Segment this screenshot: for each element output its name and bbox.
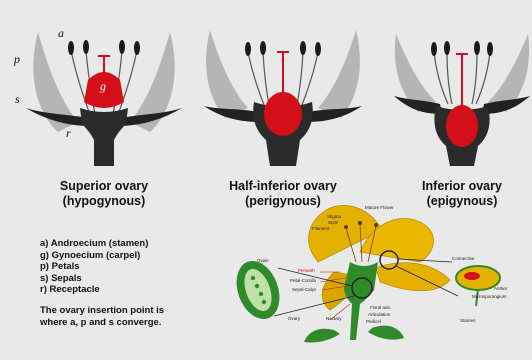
caption-title: Inferior ovary <box>377 179 532 194</box>
anther <box>119 40 125 54</box>
receptacle <box>80 108 128 166</box>
caption-subtitle: (epigynous) <box>377 194 532 209</box>
petal-right <box>318 30 360 118</box>
leaf <box>368 326 404 340</box>
note-line: where a, p and s converge. <box>40 317 230 329</box>
anther <box>134 41 140 55</box>
label-r: r <box>66 126 71 141</box>
detailed-flower-illustration <box>229 205 500 342</box>
caption-title: Superior ovary <box>19 179 189 194</box>
caption-title: Half-inferior ovary <box>198 179 368 194</box>
legend-item-receptacle: r) Receptacle <box>40 284 230 296</box>
anther <box>487 42 493 56</box>
legend-item-sepals: s) Sepals <box>40 273 230 285</box>
ovary <box>264 92 302 136</box>
anther <box>431 42 437 56</box>
half-inferior-ovary-flower <box>204 30 362 166</box>
caption-superior-ovary: Superior ovary (hypogynous) <box>19 179 189 209</box>
label-a: a <box>58 26 64 41</box>
caption-inferior-ovary: Inferior ovary (epigynous) <box>377 179 532 209</box>
legend: a) Androecium (stamen) g) Gynoecium (car… <box>40 238 230 296</box>
anther <box>300 41 306 55</box>
anther <box>474 41 480 55</box>
anther <box>260 41 266 55</box>
superior-ovary-flower <box>26 32 182 166</box>
caption-subtitle: (perigynous) <box>198 194 368 209</box>
caption-half-inferior-ovary: Half-inferior ovary (perigynous) <box>198 179 368 209</box>
anther <box>68 41 74 55</box>
leaf <box>304 329 340 343</box>
anther <box>245 42 251 56</box>
legend-item-androecium: a) Androecium (stamen) <box>40 238 230 250</box>
anther <box>83 40 89 54</box>
label-s: s <box>15 92 20 107</box>
label-p: p <box>14 52 20 67</box>
ovary <box>446 105 478 147</box>
insertion-point-note: The ovary insertion point is where a, p … <box>40 305 230 328</box>
anther <box>444 41 450 55</box>
anther <box>315 42 321 56</box>
legend-item-petals: p) Petals <box>40 261 230 273</box>
note-line: The ovary insertion point is <box>40 305 230 317</box>
caption-subtitle: (hypogynous) <box>19 194 189 209</box>
inferior-ovary-flower <box>394 34 530 166</box>
legend-item-gynoecium: g) Gynoecium (carpel) <box>40 250 230 262</box>
label-g: g <box>100 79 106 94</box>
petal-left <box>206 30 248 118</box>
